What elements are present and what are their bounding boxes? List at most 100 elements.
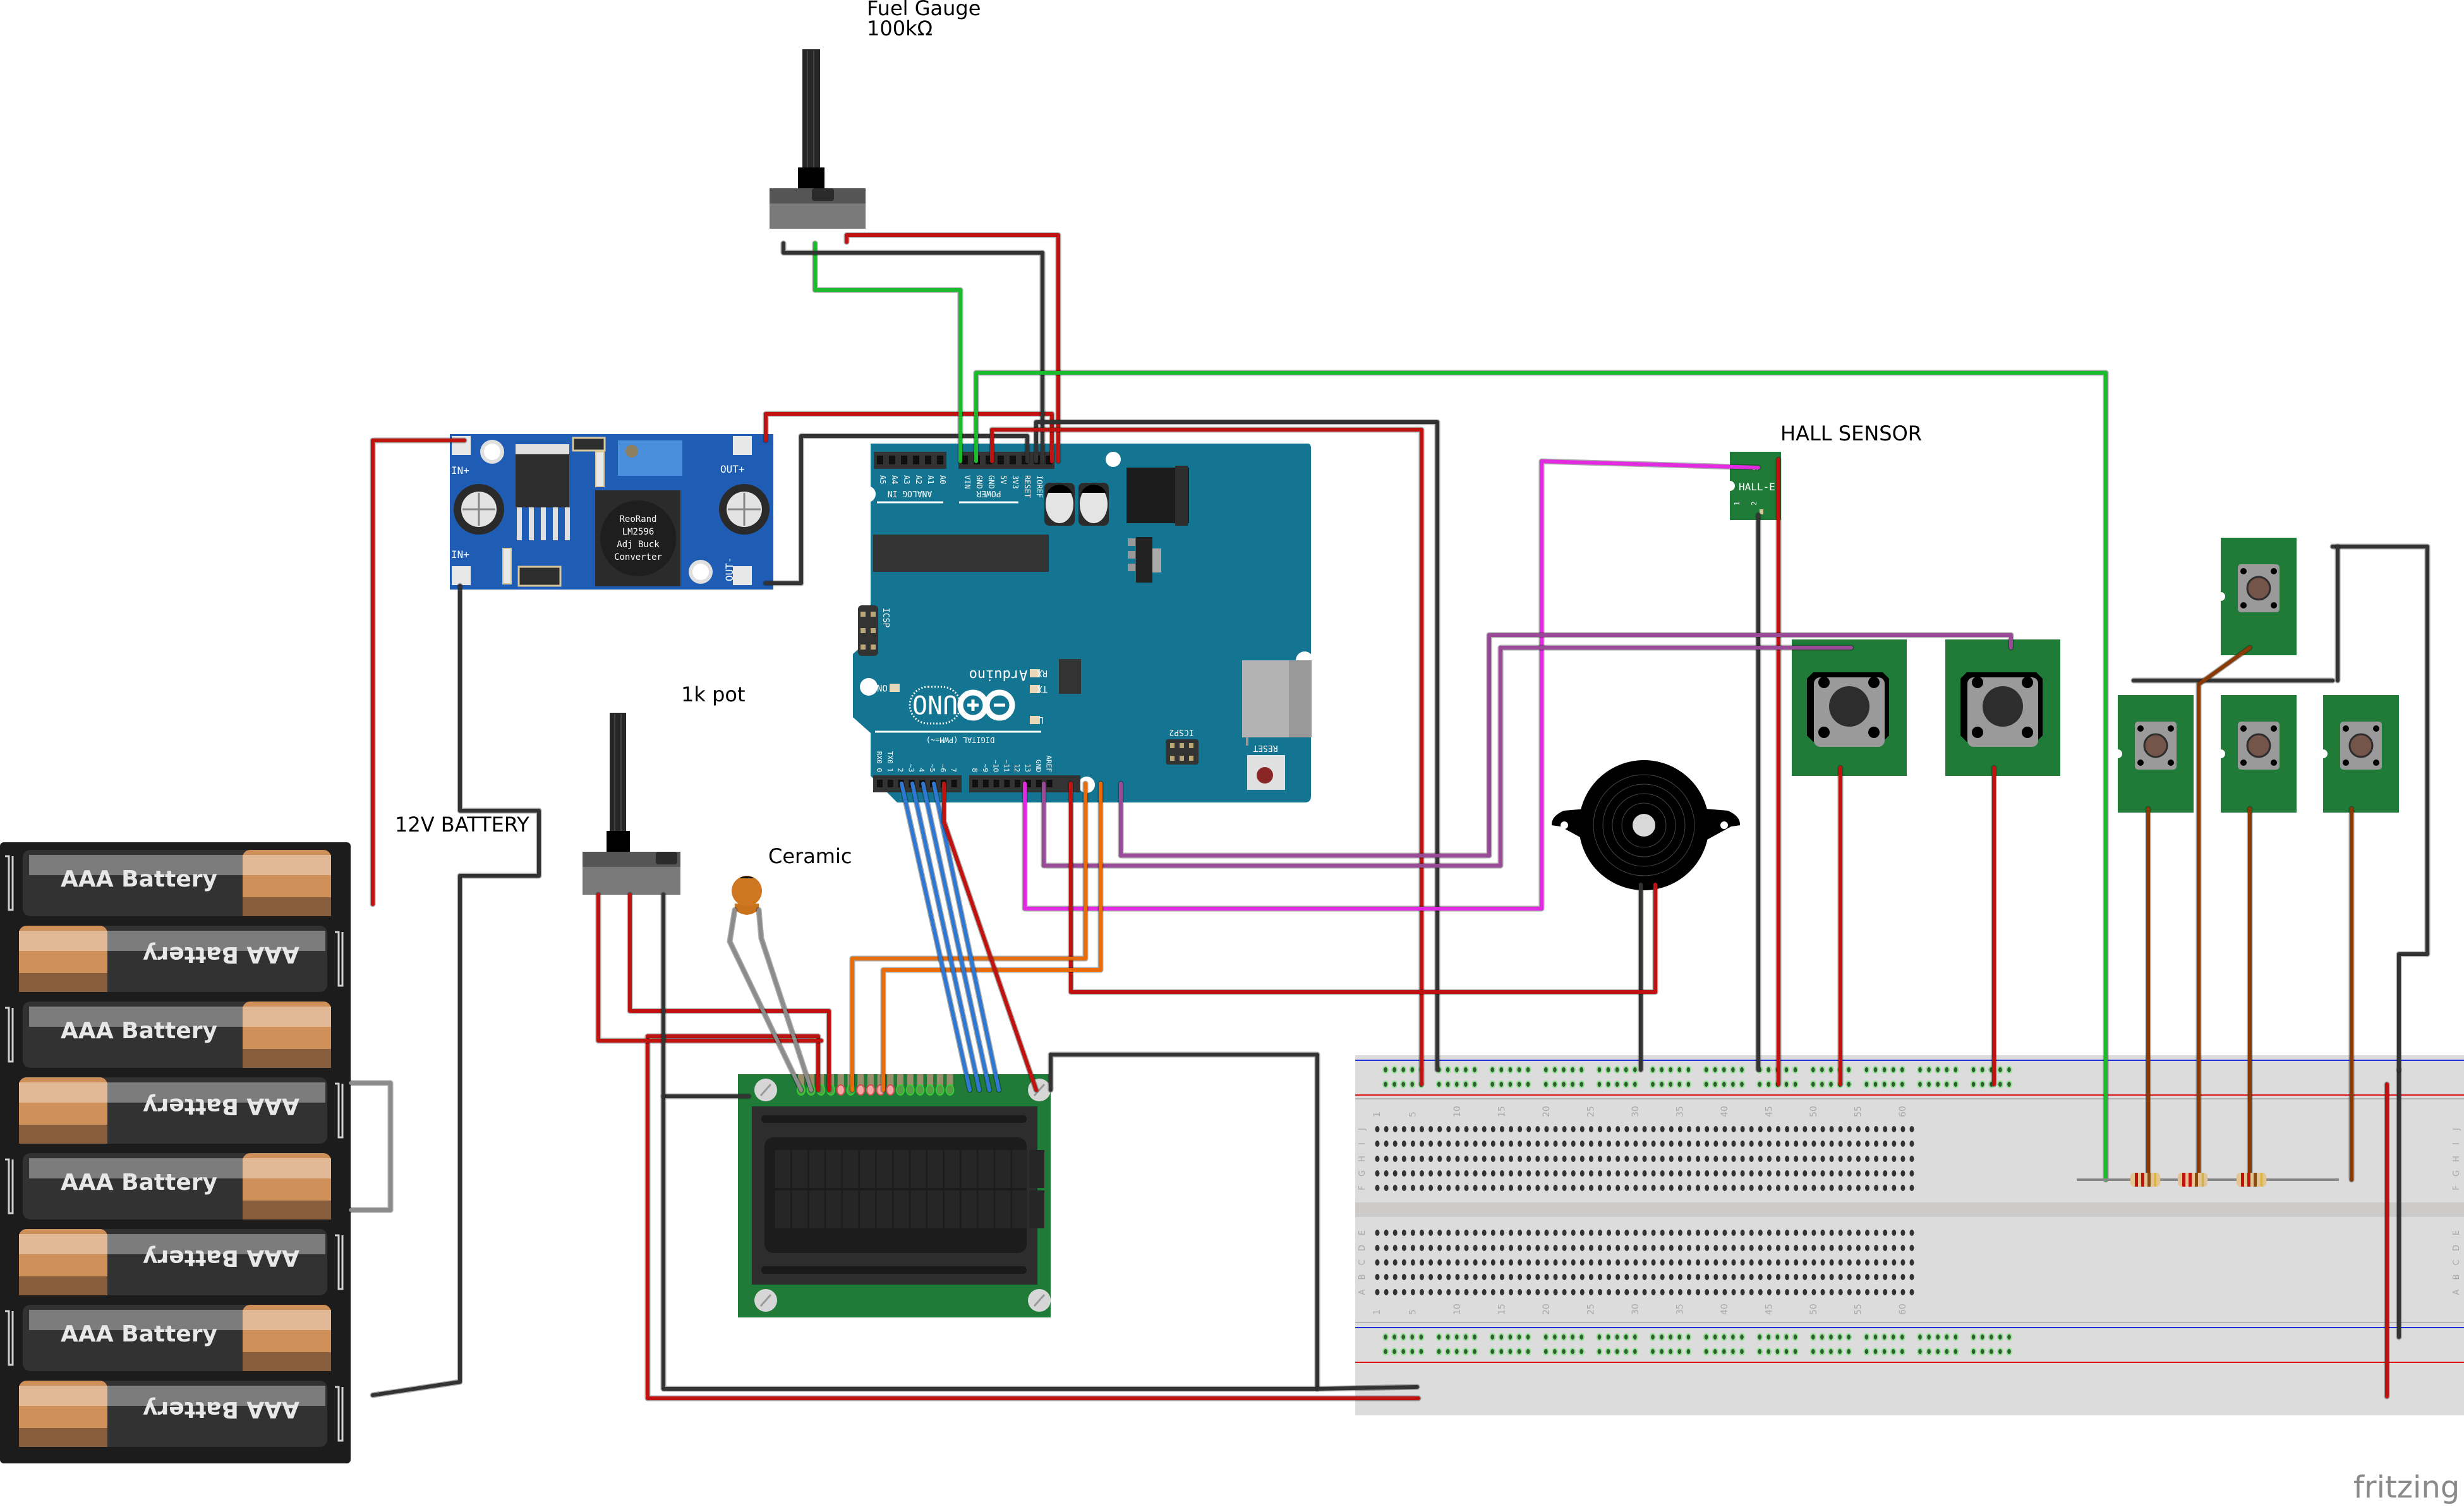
breadboard-rail-hole[interactable] [1765, 1080, 1772, 1088]
breadboard-hole[interactable] [1766, 1259, 1772, 1266]
breadboard-rail-hole[interactable] [1471, 1080, 1478, 1088]
breadboard-hole[interactable] [1794, 1141, 1799, 1147]
breadboard-hole[interactable] [1865, 1126, 1869, 1132]
breadboard-hole[interactable] [1420, 1230, 1424, 1236]
breadboard-hole[interactable] [1615, 1126, 1621, 1132]
breadboard-hole[interactable] [1651, 1230, 1656, 1236]
breadboard-hole[interactable] [1865, 1289, 1869, 1295]
breadboard-hole[interactable] [1401, 1185, 1406, 1191]
breadboard-hole[interactable] [1490, 1230, 1495, 1236]
breadboard-hole[interactable] [1838, 1156, 1843, 1162]
breadboard-rail-hole[interactable] [1454, 1333, 1460, 1341]
breadboard-rail-hole[interactable] [2006, 1333, 2012, 1341]
breadboard-hole[interactable] [1526, 1126, 1531, 1132]
breadboard-hole[interactable] [1758, 1289, 1763, 1295]
breadboard-hole[interactable] [1420, 1126, 1424, 1132]
breadboard-hole[interactable] [1579, 1230, 1585, 1236]
breadboard-rail-hole[interactable] [1561, 1080, 1567, 1088]
breadboard-hole[interactable] [1401, 1141, 1406, 1147]
breadboard-hole[interactable] [1803, 1185, 1808, 1191]
breadboard-rail-hole[interactable] [1943, 1080, 1950, 1088]
breadboard-hole[interactable] [1677, 1126, 1682, 1132]
breadboard-hole[interactable] [1598, 1126, 1602, 1132]
breadboard-hole[interactable] [1562, 1170, 1567, 1177]
breadboard-hole[interactable] [1900, 1230, 1905, 1236]
breadboard-hole[interactable] [1811, 1230, 1816, 1236]
breadboard-hole[interactable] [1713, 1156, 1718, 1162]
breadboard-hole[interactable] [1588, 1245, 1593, 1251]
breadboard-hole[interactable] [1499, 1289, 1504, 1295]
breadboard-hole[interactable] [1562, 1126, 1567, 1132]
breadboard-hole[interactable] [1401, 1230, 1406, 1236]
breadboard-rail-hole[interactable] [1622, 1066, 1629, 1074]
breadboard-rail-hole[interactable] [1569, 1348, 1576, 1355]
breadboard-hole[interactable] [1865, 1170, 1869, 1177]
breadboard-hole[interactable] [1420, 1141, 1424, 1147]
breadboard-hole[interactable] [1375, 1259, 1380, 1266]
breadboard-rail-hole[interactable] [1935, 1080, 1941, 1088]
breadboard-hole[interactable] [1892, 1289, 1897, 1295]
breadboard-rail-hole[interactable] [1516, 1066, 1523, 1074]
breadboard-hole[interactable] [1677, 1289, 1682, 1295]
breadboard-hole[interactable] [1660, 1170, 1665, 1177]
breadboard-hole[interactable] [1838, 1185, 1843, 1191]
breadboard-hole[interactable] [1838, 1170, 1843, 1177]
breadboard-hole[interactable] [1588, 1274, 1593, 1280]
breadboard-hole[interactable] [1803, 1259, 1808, 1266]
breadboard-hole[interactable] [1518, 1289, 1523, 1295]
breadboard-hole[interactable] [1420, 1289, 1424, 1295]
breadboard-hole[interactable] [1660, 1185, 1665, 1191]
breadboard-hole[interactable] [1820, 1289, 1825, 1295]
breadboard-hole[interactable] [1909, 1126, 1914, 1132]
breadboard-hole[interactable] [1847, 1141, 1852, 1147]
breadboard-hole[interactable] [1811, 1156, 1816, 1162]
breadboard-hole[interactable] [1473, 1156, 1478, 1162]
breadboard-hole[interactable] [1660, 1156, 1665, 1162]
breadboard-rail-hole[interactable] [1685, 1066, 1692, 1074]
breadboard-hole[interactable] [1437, 1170, 1442, 1177]
breadboard-rail-hole[interactable] [1926, 1066, 1932, 1074]
breadboard-hole[interactable] [1651, 1170, 1656, 1177]
breadboard-rail-hole[interactable] [1730, 1080, 1736, 1088]
breadboard-hole[interactable] [1579, 1141, 1585, 1147]
breadboard-hole[interactable] [1856, 1230, 1861, 1236]
breadboard-hole[interactable] [1731, 1274, 1736, 1280]
breadboard-rail-hole[interactable] [1614, 1333, 1621, 1341]
breadboard-rail-hole[interactable] [1391, 1333, 1398, 1341]
breadboard-hole[interactable] [1705, 1126, 1710, 1132]
breadboard-hole[interactable] [1437, 1245, 1442, 1251]
breadboard-hole[interactable] [1464, 1289, 1469, 1295]
breadboard-hole[interactable] [1588, 1126, 1593, 1132]
breadboard-rail-hole[interactable] [1730, 1333, 1736, 1341]
breadboard-rail-hole[interactable] [1881, 1348, 1888, 1355]
breadboard-hole[interactable] [1490, 1170, 1495, 1177]
breadboard-rail-hole[interactable] [2006, 1066, 2012, 1074]
breadboard-hole[interactable] [1794, 1259, 1799, 1266]
breadboard-hole[interactable] [1758, 1274, 1763, 1280]
breadboard-rail-hole[interactable] [1507, 1080, 1514, 1088]
breadboard-rail-hole[interactable] [1632, 1080, 1638, 1088]
breadboard-hole[interactable] [1446, 1126, 1451, 1132]
breadboard-hole[interactable] [1464, 1185, 1469, 1191]
breadboard-rail-hole[interactable] [1872, 1066, 1879, 1074]
breadboard-hole[interactable] [1731, 1170, 1736, 1177]
breadboard-hole[interactable] [1749, 1245, 1754, 1251]
breadboard-rail-hole[interactable] [1614, 1348, 1621, 1355]
breadboard-hole[interactable] [1624, 1245, 1629, 1251]
breadboard-hole[interactable] [1874, 1170, 1879, 1177]
breadboard-hole[interactable] [1473, 1245, 1478, 1251]
breadboard-hole[interactable] [1588, 1259, 1593, 1266]
breadboard-hole[interactable] [1428, 1230, 1434, 1236]
breadboard-hole[interactable] [1696, 1185, 1701, 1191]
breadboard-hole[interactable] [1776, 1126, 1780, 1132]
breadboard-hole[interactable] [1571, 1156, 1576, 1162]
breadboard-hole[interactable] [1900, 1156, 1905, 1162]
breadboard-hole[interactable] [1490, 1185, 1495, 1191]
breadboard-rail-hole[interactable] [1685, 1333, 1692, 1341]
breadboard-rail-hole[interactable] [1881, 1066, 1888, 1074]
breadboard-hole[interactable] [1384, 1156, 1389, 1162]
breadboard-rail-hole[interactable] [1667, 1080, 1674, 1088]
breadboard-hole[interactable] [1705, 1141, 1710, 1147]
breadboard-rail-hole[interactable] [1810, 1066, 1816, 1074]
breadboard-hole[interactable] [1446, 1156, 1451, 1162]
